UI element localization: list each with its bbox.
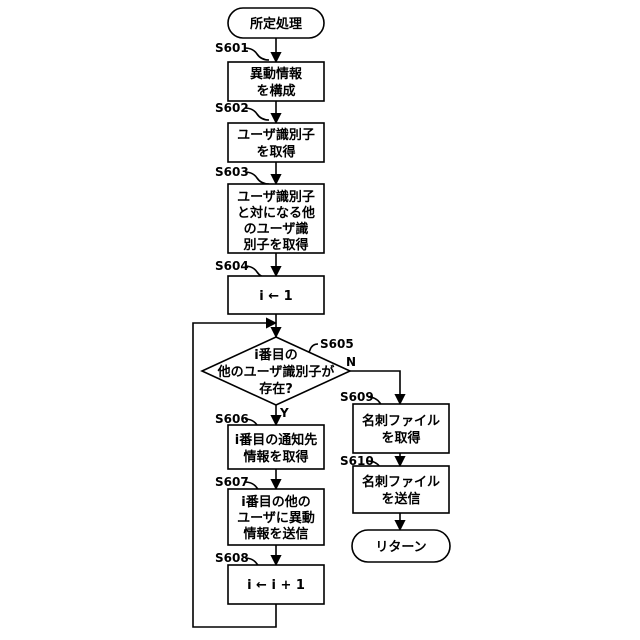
node-s607-line-2: ユーザに異動: [237, 510, 315, 526]
node-s602-line-1: ユーザ識別子: [237, 127, 315, 143]
node-s606-line-1: i番目の通知先: [235, 432, 317, 448]
node-s603-line-2: と対になる他: [237, 205, 315, 221]
node-s607: S607 i番目の他の ユーザに異動 情報を送信: [215, 475, 324, 545]
node-end-text: リターン: [375, 540, 426, 555]
step-label-s607: S607: [215, 475, 249, 489]
node-s607-line-1: i番目の他の: [241, 494, 310, 510]
branch-label-no: N: [346, 355, 356, 369]
node-s602: S602 ユーザ識別子 を取得: [215, 101, 324, 162]
step-label-s602: S602: [215, 101, 249, 115]
step-label-s603: S603: [215, 165, 249, 179]
node-s610-line-2: を送信: [381, 491, 420, 507]
node-s610: S610 名刺ファイル を送信: [340, 454, 449, 513]
node-s601: S601 異動情報 を構成: [215, 41, 324, 101]
node-s610-line-1: 名刺ファイル: [362, 474, 440, 490]
branch-label-yes: Y: [279, 406, 289, 420]
node-start-text: 所定処理: [250, 16, 302, 32]
node-s604-text: i ← 1: [259, 289, 292, 304]
node-s607-line-3: 情報を送信: [243, 526, 308, 542]
step-label-s608: S608: [215, 551, 249, 565]
node-start: 所定処理: [228, 8, 324, 38]
step-label-s605: S605: [320, 337, 354, 351]
node-s609-line-1: 名刺ファイル: [362, 413, 440, 429]
step-label-s604: S604: [215, 259, 249, 273]
node-s605-line-2: 他のユーザ識別子が: [217, 364, 335, 380]
node-s609-line-2: を取得: [381, 430, 420, 446]
node-s601-line-2: を構成: [256, 83, 295, 99]
node-s605-line-1: i番目の: [254, 347, 297, 363]
step-label-s601: S601: [215, 41, 249, 55]
step-label-s609: S609: [340, 390, 374, 404]
node-s603-line-1: ユーザ識別子: [237, 189, 315, 205]
node-s603-line-3: のユーザ識: [244, 221, 309, 237]
step-label-s606: S606: [215, 412, 249, 426]
node-s609: S609 名刺ファイル を取得: [340, 390, 449, 453]
node-s606-line-2: 情報を取得: [243, 449, 308, 465]
node-s602-line-2: を取得: [256, 144, 295, 160]
node-s606: S606 i番目の通知先 情報を取得: [215, 412, 324, 469]
node-s604: S604 i ← 1: [215, 259, 324, 314]
node-s601-line-1: 異動情報: [250, 66, 303, 82]
node-s603: S603 ユーザ識別子 と対になる他 のユーザ識 別子を取得: [215, 165, 324, 253]
node-s608-text: i ← i + 1: [247, 578, 305, 593]
node-end: リターン: [352, 530, 450, 562]
node-s608: S608 i ← i + 1: [215, 551, 324, 604]
node-s605-line-3: 存在?: [259, 381, 293, 397]
node-s605: S605 i番目の 他のユーザ識別子が 存在? N Y: [202, 337, 356, 420]
node-s603-line-4: 別子を取得: [242, 237, 308, 253]
